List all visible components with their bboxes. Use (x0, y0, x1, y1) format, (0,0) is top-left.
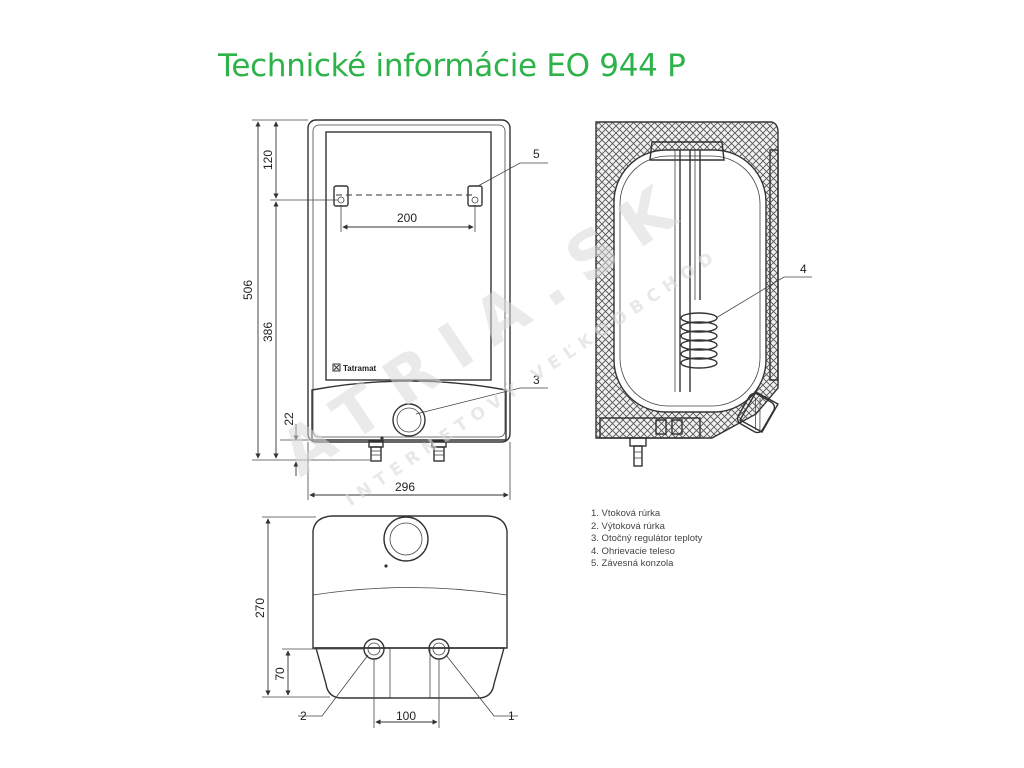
dim-bottom-pipe-height: 70 (273, 667, 287, 681)
legend-item: 5. Závesná konzola (591, 558, 674, 570)
dim-bottom-height: 270 (253, 598, 267, 618)
front-pipe-left (368, 440, 384, 462)
indicator-dot (380, 436, 384, 440)
bracket-hole-right (471, 196, 479, 204)
temperature-knob-inner (396, 407, 422, 433)
legend-item: 4. Ohrievacie teleso (591, 545, 675, 557)
side-panel (769, 149, 779, 381)
bottom-view (312, 515, 508, 699)
bottom-knob-inner (389, 522, 423, 556)
section-view (595, 121, 812, 467)
bottom-dimensions (262, 516, 518, 728)
callout-3: 3 (533, 373, 540, 387)
dim-height-top: 120 (261, 150, 275, 170)
front-callout-leaders (415, 162, 548, 415)
legend-item: 2. Výtoková rúrka (591, 520, 665, 532)
dim-height-base: 22 (282, 412, 296, 426)
internal-tubes (674, 150, 701, 392)
brand-logo-mark-icon (333, 364, 340, 371)
section-knob-housing (739, 391, 779, 433)
front-pipe-right (431, 440, 447, 462)
front-lower-cover (311, 380, 507, 441)
brand-label: Tatramat (343, 364, 377, 373)
heating-element-coil (680, 312, 718, 369)
section-knob (736, 392, 776, 434)
dim-width: 296 (395, 480, 415, 494)
legend-item: 3. Otočný regulátor teploty (591, 533, 703, 545)
dim-height-lower: 386 (261, 322, 275, 342)
callout-2: 2 (300, 709, 307, 723)
brand-logo-icon (332, 363, 341, 372)
front-panel (325, 131, 492, 381)
front-housing-inner-outline (312, 124, 506, 438)
bottom-housing-curve (312, 587, 508, 596)
callout-4: 4 (800, 262, 807, 276)
bottom-base (315, 647, 505, 699)
front-housing-outline (307, 119, 511, 443)
legend-item: 1. Vtoková rúrka (591, 508, 661, 519)
bottom-housing (312, 515, 508, 649)
dim-height-total: 506 (241, 280, 255, 300)
dim-pipe-spacing: 100 (396, 709, 416, 723)
front-dimensions (252, 119, 511, 500)
bracket-hole-left (337, 196, 345, 204)
section-bottom-fittings (599, 417, 701, 467)
page-title: Technické informácie EO 944 P (218, 48, 686, 84)
dim-bracket-span: 200 (397, 211, 417, 225)
temperature-knob (392, 403, 426, 437)
bottom-center-plate (389, 647, 431, 699)
top-flange (649, 141, 725, 161)
bottom-pipe-1 (428, 638, 450, 660)
callout-5: 5 (533, 147, 540, 161)
callout-1: 1 (508, 709, 515, 723)
legend-list: 1. Vtoková rúrka 2. Výtoková rúrka 3. Ot… (591, 508, 702, 571)
bottom-knob (383, 516, 429, 562)
